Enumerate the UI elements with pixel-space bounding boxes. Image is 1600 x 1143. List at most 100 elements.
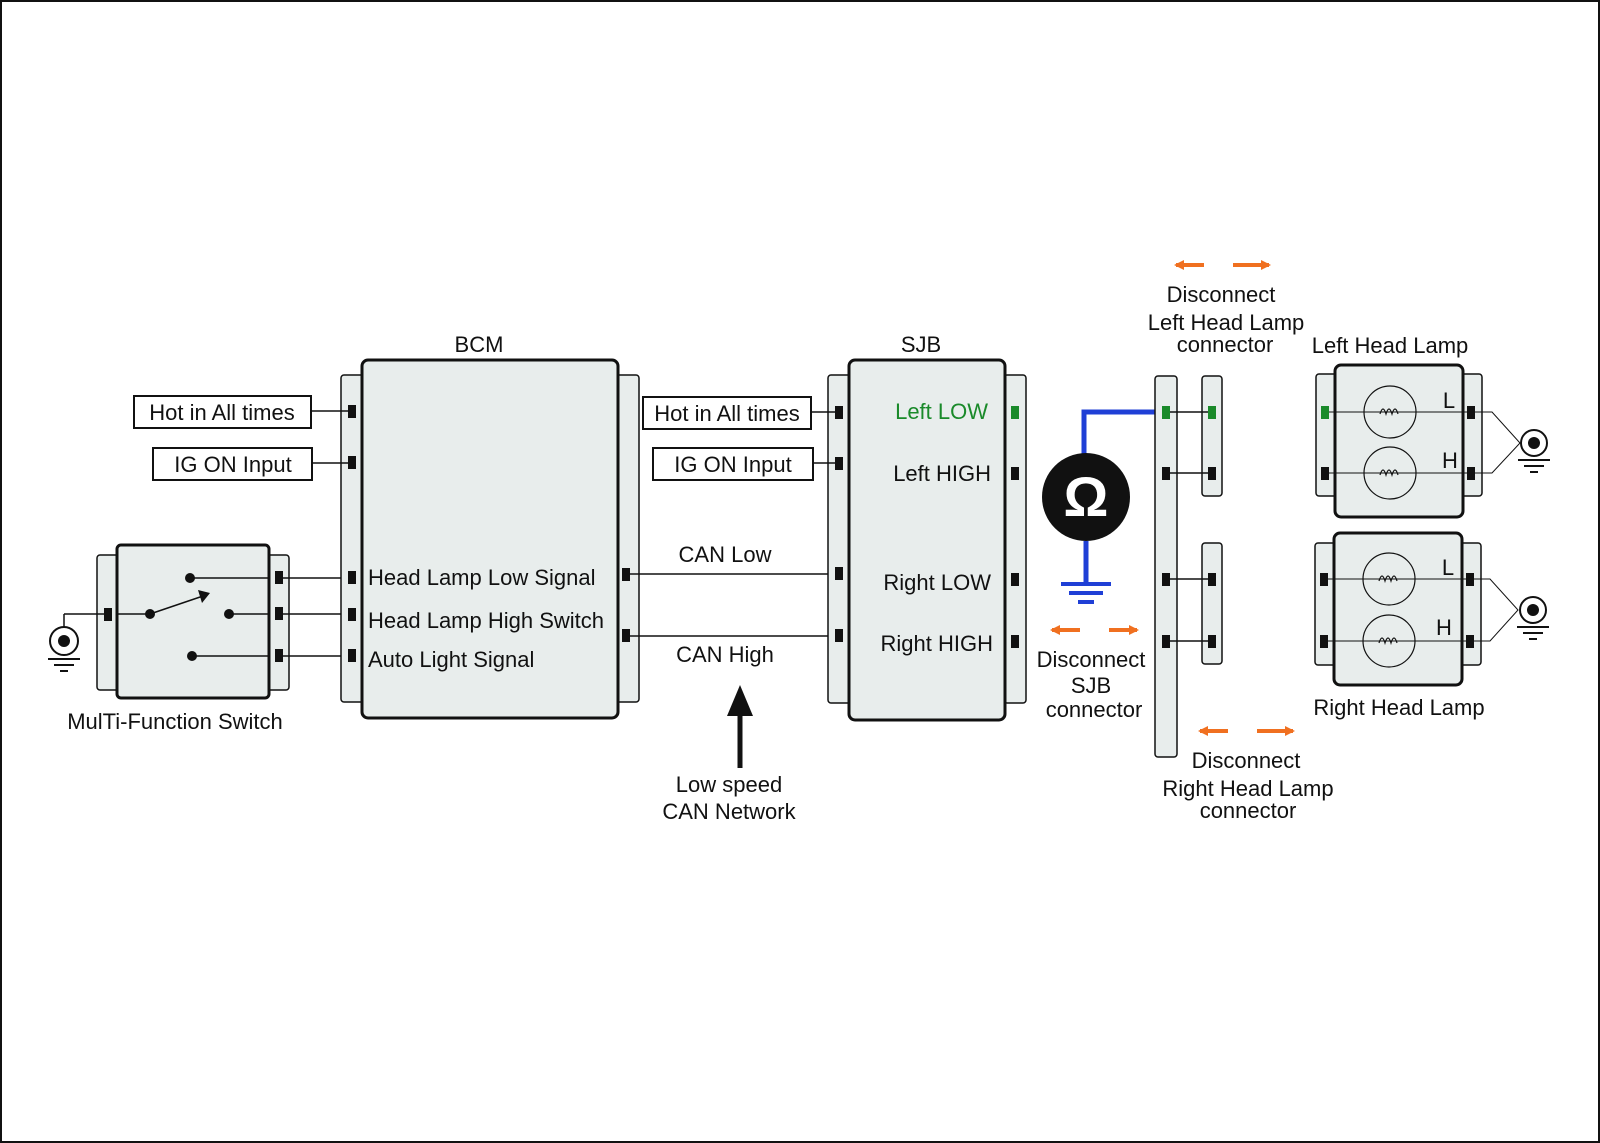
bcm-pin-high [348, 608, 356, 621]
harness-connectors [1154, 375, 1223, 758]
left-lamp-high-label: H [1442, 448, 1458, 473]
left-head-lamp: Left Head Lamp L H [1312, 333, 1550, 519]
bcm-module: BCM Head Lamp Low Signal Head Lamp High … [340, 332, 640, 720]
right-lamp-pin-low [1320, 573, 1328, 586]
right-lamp-bulb-low-icon [1362, 552, 1416, 606]
disconnect-left-callout: Disconnect Left Head Lamp connector [1148, 260, 1305, 357]
can-high-label: CAN High [676, 642, 774, 667]
mfs-pin-ground [104, 608, 112, 621]
left-lamp-title: Left Head Lamp [1312, 333, 1469, 358]
bcm-pin-label-auto: Auto Light Signal [368, 647, 534, 672]
bcm-pin-auto [348, 649, 356, 662]
harness-lamp-pin-left-low [1208, 406, 1216, 419]
mfs-pin-low [275, 571, 283, 584]
bcm-title: BCM [455, 332, 504, 357]
left-lamp-pin-ground-2 [1467, 467, 1475, 480]
harness-pin-left-high [1162, 467, 1170, 480]
disconnect-sjb-line1: Disconnect [1037, 647, 1146, 672]
bcm-pin-can-low [622, 568, 630, 581]
right-head-lamp: L H Right Head Lamp [1313, 531, 1549, 720]
sjb-pin-right-high [1011, 635, 1019, 648]
disconnect-sjb-callout: Disconnect SJB connector [1037, 625, 1146, 722]
left-lamp-low-label: L [1443, 388, 1455, 413]
disconnect-sjb-line3: connector [1046, 697, 1143, 722]
right-lamp-ground-icon [1517, 596, 1549, 640]
sjb-pin-label-left-low: Left LOW [895, 399, 988, 424]
disconnect-left-line3: connector [1177, 332, 1274, 357]
mfs-pin-auto [275, 649, 283, 662]
sjb-hot-input-box [642, 396, 812, 430]
sjb-pin-right-low [1011, 573, 1019, 586]
ohmmeter-ground-icon [1061, 582, 1111, 604]
sjb-module: SJB Left LOW Left HIGH Right LOW Right H… [827, 332, 1027, 722]
disconnect-right-callout: Disconnect Right Head Lamp connector [1162, 726, 1334, 823]
harness-pin-right-low [1162, 573, 1170, 586]
sjb-title: SJB [901, 332, 941, 357]
right-lamp-bulb-high-icon [1362, 614, 1416, 668]
bcm-pin-hot [348, 405, 356, 418]
bcm-body [360, 358, 620, 720]
mfs-body [115, 543, 271, 700]
ohmmeter-icon [1042, 453, 1130, 541]
left-lamp-ground-icon [1518, 429, 1550, 473]
mfs-switch-blade [149, 594, 207, 615]
harness-lamp-pin-left-high [1208, 467, 1216, 480]
sjb-inputs: Hot in All times IG ON Input [642, 396, 835, 481]
ohm-symbol: Ω [1064, 465, 1109, 528]
sjb-connector-right [1003, 374, 1027, 704]
left-lamp-pin-ground-1 [1467, 406, 1475, 419]
right-lamp-pin-high [1320, 635, 1328, 648]
disconnect-sjb-line2: SJB [1071, 673, 1111, 698]
bcm-ig-input-box [152, 447, 313, 481]
disconnect-left-line1: Disconnect [1167, 282, 1276, 307]
mfs-pin-high [275, 607, 283, 620]
can-network-label-line2: CAN Network [662, 799, 796, 824]
bcm-hot-input-box [133, 395, 312, 429]
sjb-pin-left-high [1011, 467, 1019, 480]
right-lamp-high-label: H [1436, 615, 1452, 640]
right-lamp-pin-ground-1 [1466, 573, 1474, 586]
ohmmeter: Ω [1042, 409, 1164, 604]
bcm-ig-input-label: IG ON Input [174, 452, 291, 477]
sjb-hot-input-label: Hot in All times [654, 401, 800, 426]
bcm-pin-label-high: Head Lamp High Switch [368, 608, 604, 633]
right-lamp-harness-connector [1201, 542, 1223, 665]
harness-lamp-pin-right-low [1208, 573, 1216, 586]
bcm-pin-label-low: Head Lamp Low Signal [368, 565, 595, 590]
bcm-hot-input-label: Hot in All times [149, 400, 295, 425]
sjb-pin-left-low [1011, 406, 1019, 419]
harness-pin-left-low [1162, 406, 1170, 419]
can-network-label-line1: Low speed [676, 772, 782, 797]
disconnect-right-line2: Right Head Lamp [1162, 776, 1333, 801]
sjb-harness-connector [1154, 375, 1178, 758]
harness-lamp-pin-right-high [1208, 635, 1216, 648]
sjb-ig-input-label: IG ON Input [674, 452, 791, 477]
sjb-pin-hot [835, 406, 843, 419]
disconnect-left-line2: Left Head Lamp [1148, 310, 1305, 335]
right-lamp-low-label: L [1442, 555, 1454, 580]
left-lamp-bulb-low-icon [1363, 385, 1417, 439]
bcm-pin-ig [348, 456, 356, 469]
left-lamp-harness-connector [1201, 375, 1223, 497]
sjb-pin-can-low [835, 567, 843, 580]
sjb-pin-can-high [835, 629, 843, 642]
mfs-ground-icon [48, 626, 80, 672]
can-low-label: CAN Low [679, 542, 772, 567]
left-lamp-bulb-high-icon [1363, 446, 1417, 500]
left-lamp-pin-low [1321, 406, 1329, 419]
multi-function-switch: MulTi-Function Switch [48, 543, 290, 734]
sjb-pin-ig [835, 457, 843, 470]
sjb-pin-label-left-high: Left HIGH [893, 461, 991, 486]
mfs-title: MulTi-Function Switch [67, 709, 283, 734]
disconnect-right-line1: Disconnect [1192, 748, 1301, 773]
sjb-ig-input-box [652, 447, 814, 481]
sjb-pin-label-right-high: Right HIGH [881, 631, 993, 656]
harness-pin-right-high [1162, 635, 1170, 648]
sjb-pin-label-right-low: Right LOW [883, 570, 991, 595]
disconnect-right-line3: connector [1200, 798, 1297, 823]
bcm-inputs: Hot in All times IG ON Input [133, 395, 348, 481]
left-lamp-pin-high [1321, 467, 1329, 480]
